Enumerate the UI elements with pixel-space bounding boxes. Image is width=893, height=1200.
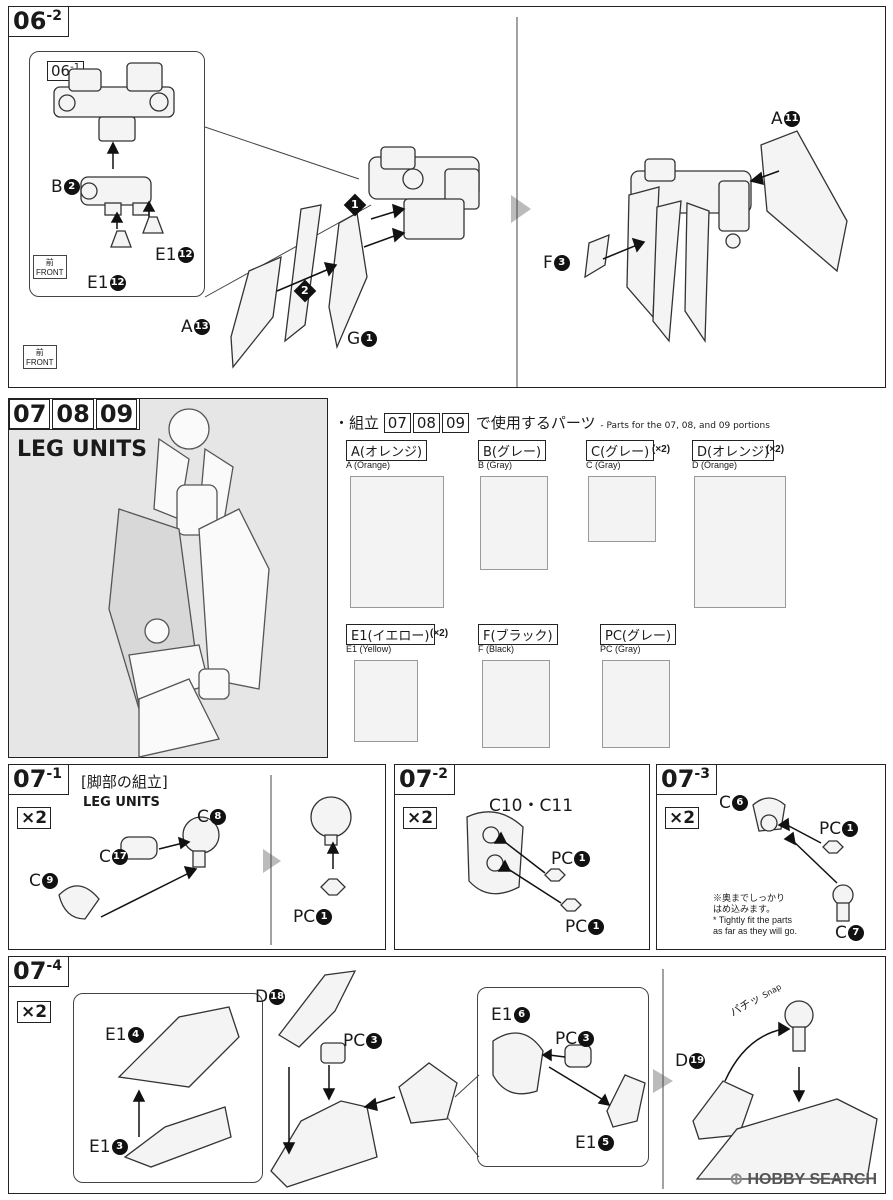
runner-b-sprue (480, 476, 548, 570)
step-07-1-art (58, 775, 352, 945)
leg-unit-render (108, 408, 270, 758)
inset-header: 06-1 (47, 61, 85, 81)
step-header: 07-3 (656, 764, 717, 795)
runner-pc: PC(グレー) PC (Gray) (600, 624, 677, 654)
fit-note: ※奥までしっかり はめ込みます。 * Tightly fit the parts… (713, 893, 798, 936)
step-header: 07-2 (394, 764, 455, 795)
step-header: 06-2 (8, 6, 69, 37)
step-07-4-art (117, 969, 878, 1189)
runner-e1-multiplier: (×2) (430, 628, 449, 639)
runner-pc-sprue (602, 660, 670, 748)
step-header: 07-1 (8, 764, 69, 795)
step-07-3-art (752, 797, 854, 922)
runner-c-multiplier: (×2) (652, 444, 671, 455)
runner-f: F(ブラック) F (Black) (478, 624, 558, 654)
step-title-jp: [脚部の組立] (81, 773, 168, 791)
runner-f-sprue (482, 660, 550, 748)
runner-c-sprue (588, 476, 656, 542)
runner-e1: E1(イエロー) E1 (Yellow) (346, 624, 435, 654)
runner-d-multiplier: (×2) (766, 444, 785, 455)
runner-d: D(オレンジ) D (Orange) (692, 440, 775, 470)
runner-a: A(オレンジ) A (Orange) (346, 440, 428, 470)
runner-b: B(グレー) B (Gray) (478, 440, 547, 470)
leg-units-title: LEG UNITS (17, 437, 148, 462)
step-07-4-panel: 07-4 ×2 (8, 956, 886, 1194)
multiplier-badge: ×2 (403, 807, 438, 829)
step-06-2-panel: 06-2 06-1 (8, 6, 886, 388)
step-marker-1: 1 (343, 193, 367, 217)
multiplier-badge: ×2 (665, 807, 700, 829)
runner-d-sprue (694, 476, 786, 608)
shin-inset-frame (73, 993, 263, 1183)
multiplier-badge: ×2 (17, 807, 52, 829)
step-title-en: LEG UNITS (83, 795, 160, 810)
step-07-2-art (466, 811, 582, 912)
runner-e1-sprue (354, 660, 418, 742)
step-header: 07-4 (8, 956, 69, 987)
inset-06-1-frame (29, 51, 205, 297)
inset-hip-assembly-art (53, 17, 848, 387)
step-marker-2: 2 (293, 279, 317, 303)
runner-a-sprue (350, 476, 444, 608)
watermark: ⊕ HOBBY SEARCH (729, 1171, 877, 1188)
label-c10-c11: C10・C11 (489, 796, 574, 816)
multiplier-badge: ×2 (17, 1001, 52, 1023)
runner-c: C(グレー) C (Gray) (586, 440, 655, 470)
